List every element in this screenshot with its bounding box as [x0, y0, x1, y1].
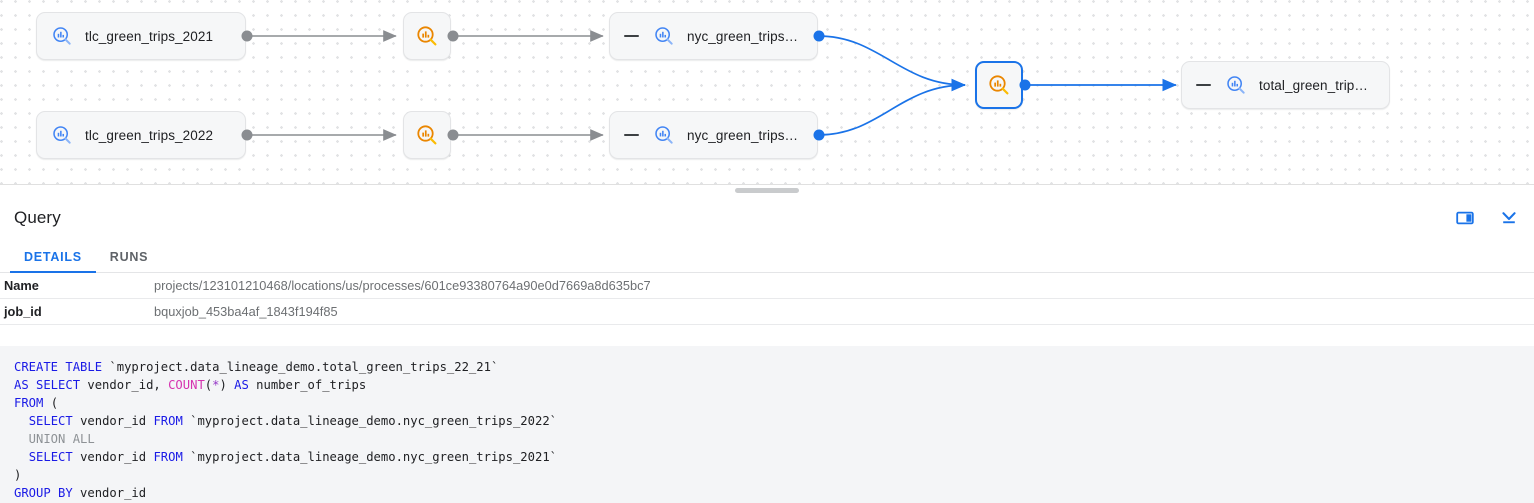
tab-details[interactable]: DETAILS	[10, 250, 96, 273]
panel-tabs: DETAILS RUNS	[0, 240, 1534, 273]
sql-code-text: CREATE TABLE `myproject.data_lineage_dem…	[14, 360, 557, 500]
collapse-toggle-icon[interactable]	[624, 133, 639, 137]
lineage-node-tlc-green-trips-2021[interactable]: tlc_green_trips_2021	[36, 12, 253, 60]
node-output-port[interactable]	[241, 30, 253, 42]
sql-code-block[interactable]: CREATE TABLE `myproject.data_lineage_dem…	[0, 346, 1534, 503]
node-output-port[interactable]	[1019, 79, 1031, 91]
lineage-node-nyc-green-trips-2022[interactable]: nyc_green_trips…	[609, 111, 825, 159]
table-search-icon	[653, 25, 675, 47]
detail-key: Name	[4, 278, 39, 293]
detail-value: bquxjob_453ba4af_1843f194f85	[154, 304, 338, 319]
split-panel-icon[interactable]	[1454, 207, 1476, 229]
panel-splitter[interactable]	[0, 184, 1534, 196]
node-output-port[interactable]	[447, 30, 459, 42]
node-output-port[interactable]	[447, 129, 459, 141]
table-search-icon	[653, 124, 675, 146]
lineage-process-node-bottom[interactable]	[403, 111, 459, 159]
table-search-icon	[51, 25, 73, 47]
page-title: Query	[14, 207, 61, 227]
collapse-toggle-icon[interactable]	[624, 34, 639, 38]
lineage-process-node-selected[interactable]	[975, 61, 1031, 109]
table-search-icon	[1225, 74, 1247, 96]
details-table: Name projects/123101210468/locations/us/…	[0, 273, 1534, 325]
process-search-icon	[987, 73, 1011, 97]
query-panel-header: Query	[0, 195, 1534, 240]
detail-key: job_id	[4, 304, 42, 319]
lineage-edges	[246, 30, 1177, 141]
detail-value: projects/123101210468/locations/us/proce…	[154, 278, 651, 293]
splitter-grip[interactable]	[735, 188, 799, 193]
lineage-node-total-green-trips[interactable]: total_green_trip…	[1181, 61, 1390, 109]
process-search-icon	[415, 123, 439, 147]
collapse-toggle-icon[interactable]	[1196, 83, 1211, 87]
lineage-node-label: tlc_green_trips_2021	[85, 28, 214, 44]
process-search-icon	[415, 24, 439, 48]
lineage-canvas[interactable]: tlc_green_trips_2021 tlc_green_trips_202…	[0, 0, 1534, 184]
query-panel: Query DETAILS RUNS	[0, 195, 1534, 503]
node-output-port[interactable]	[813, 129, 825, 141]
table-row: Name projects/123101210468/locations/us/…	[0, 273, 1534, 299]
lineage-node-tlc-green-trips-2022[interactable]: tlc_green_trips_2022	[36, 111, 253, 159]
node-output-port[interactable]	[813, 30, 825, 42]
table-search-icon	[51, 124, 73, 146]
lineage-node-label: total_green_trip…	[1259, 77, 1369, 93]
node-output-port[interactable]	[241, 129, 253, 141]
tab-runs[interactable]: RUNS	[109, 250, 149, 264]
lineage-node-nyc-green-trips-2021[interactable]: nyc_green_trips…	[609, 12, 825, 60]
lineage-process-node-top[interactable]	[403, 12, 459, 60]
panel-header-actions	[1454, 207, 1520, 229]
table-row: job_id bquxjob_453ba4af_1843f194f85	[0, 299, 1534, 325]
lineage-node-label: tlc_green_trips_2022	[85, 127, 214, 143]
lineage-node-label: nyc_green_trips…	[687, 28, 799, 44]
collapse-panel-icon[interactable]	[1498, 207, 1520, 229]
lineage-node-label: nyc_green_trips…	[687, 127, 799, 143]
